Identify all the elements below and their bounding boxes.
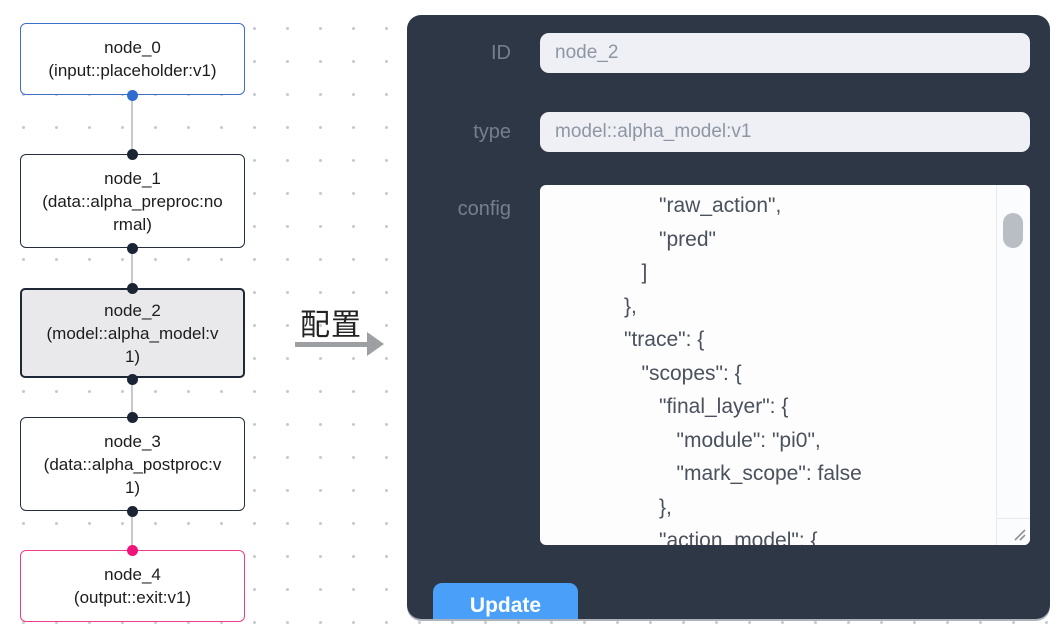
port-node_2-output[interactable]	[127, 373, 138, 385]
graph-node-node_3[interactable]: node_3 (data::alpha_postproc:v1)	[20, 417, 245, 511]
port-node_1-output[interactable]	[127, 242, 138, 254]
edge-node0-node1	[131, 95, 133, 154]
graph-node-node_4[interactable]: node_4 (output::exit:v1)	[20, 550, 245, 622]
node-type-label: (output::exit:v1)	[73, 588, 192, 607]
node-type-label: (data::alpha_preproc:normal)	[42, 191, 223, 234]
node-title: node_0	[104, 38, 161, 57]
type-input[interactable]	[540, 112, 1030, 152]
config-scrollbar-track[interactable]	[996, 185, 1030, 518]
node-title: node_2	[104, 300, 161, 320]
node-type-label: (input::placeholder:v1)	[48, 61, 217, 80]
node-type-label: (model::alpha_model:v1)	[46, 323, 219, 366]
edge-node1-node2	[131, 248, 133, 288]
edge-node3-node4	[131, 511, 133, 550]
config-scrollbar-thumb[interactable]	[1003, 213, 1023, 248]
configure-annotation: 配置	[300, 309, 362, 342]
port-node_1-input[interactable]	[127, 148, 138, 160]
config-textarea[interactable]: "raw_action", "pred" ] }, "trace": { "sc…	[540, 185, 1030, 545]
config-field-label: config	[457, 198, 511, 220]
node-title: node_3	[104, 431, 161, 451]
resize-grip-icon	[1014, 529, 1026, 541]
port-node_3-output[interactable]	[127, 505, 138, 517]
node-title: node_1	[104, 168, 161, 188]
right-arrow-head-icon	[367, 332, 384, 356]
port-node_3-input[interactable]	[127, 411, 138, 423]
edge-node2-node3	[131, 379, 133, 417]
graph-node-node_0[interactable]: node_0 (input::placeholder:v1)	[20, 23, 245, 95]
update-button[interactable]: Update	[433, 583, 578, 619]
node-config-panel: ID type config "raw_action", "pred" ] },…	[407, 15, 1050, 619]
node-type-label: (data::alpha_postproc:v1)	[43, 454, 222, 497]
graph-node-node_1[interactable]: node_1 (data::alpha_preproc:normal)	[20, 154, 245, 248]
config-json-text[interactable]: "raw_action", "pred" ] }, "trace": { "sc…	[624, 194, 862, 545]
right-arrow-icon	[295, 342, 369, 347]
textarea-resize-handle[interactable]	[996, 518, 1030, 545]
type-field-label: type	[473, 121, 511, 143]
graph-node-node_2-selected[interactable]: node_2 (model::alpha_model:v1)	[20, 288, 245, 378]
id-field-label: ID	[491, 42, 511, 64]
node-title: node_4	[104, 565, 161, 584]
id-input[interactable]	[540, 33, 1030, 73]
port-node_0-output[interactable]	[127, 89, 138, 101]
port-node_2-input[interactable]	[127, 282, 138, 294]
port-node_4-input[interactable]	[127, 544, 138, 556]
